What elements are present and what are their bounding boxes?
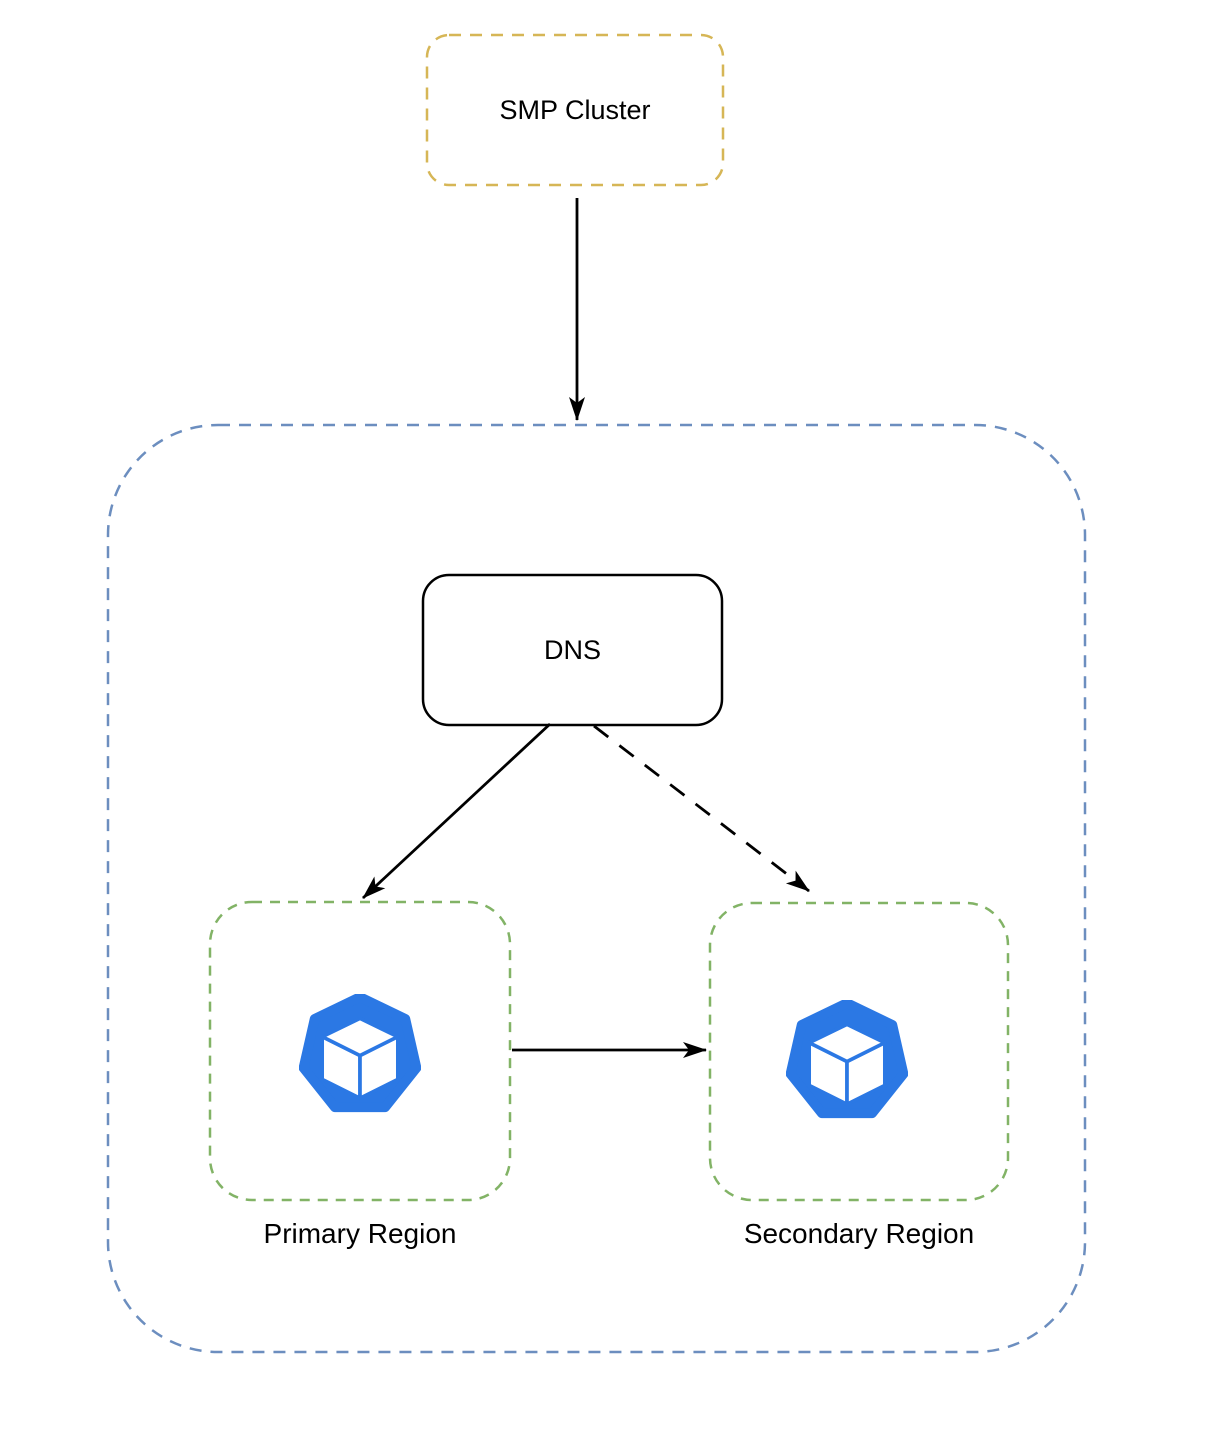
edge-dns-to-secondary [593, 724, 810, 893]
smp-cluster-box [425, 33, 725, 187]
dns-box [421, 573, 724, 727]
container-cube-icon [786, 1000, 908, 1122]
edge-dns-to-primary [362, 722, 551, 900]
outer-container-box [106, 423, 1087, 1354]
container-cube-icon [299, 994, 421, 1116]
